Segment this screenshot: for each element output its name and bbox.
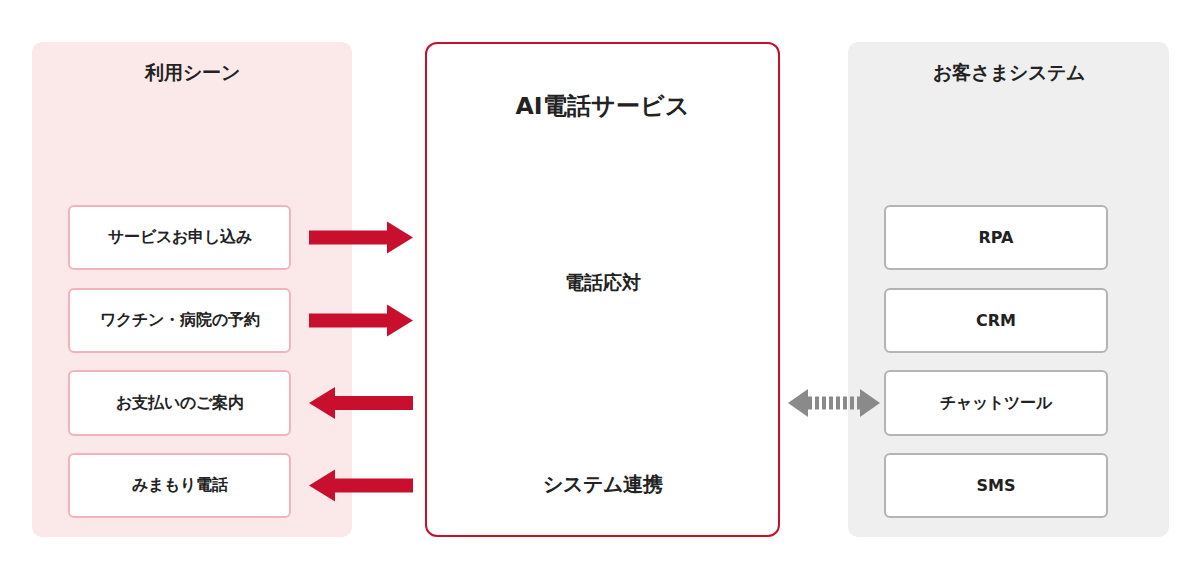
system-panel: お客さまシステム RPA CRM チャットツール SMS	[848, 42, 1169, 537]
arrow-shape	[309, 470, 413, 502]
box-label: サービスお申し込み	[108, 227, 252, 248]
system-box: SMS	[884, 453, 1108, 518]
scene-box: サービスお申し込み	[68, 205, 291, 270]
box-label: CRM	[976, 311, 1016, 330]
panel-label: 電話応対	[427, 270, 778, 296]
system-box: RPA	[884, 205, 1108, 270]
panel-heading: 利用シーン	[32, 60, 352, 86]
arrow-shape	[309, 387, 413, 419]
scene-box: お支払いのご案内	[68, 370, 291, 436]
box-label: みまもり電話	[132, 475, 228, 496]
box-label: RPA	[979, 228, 1014, 247]
box-label: ワクチン・病院の予約	[100, 310, 260, 331]
service-panel: AI電話サービス電話応対システム連携	[425, 42, 780, 537]
box-label: SMS	[977, 476, 1016, 495]
flow-arrow	[309, 470, 413, 502]
scene-box: ワクチン・病院の予約	[68, 288, 291, 353]
flow-arrow	[309, 305, 413, 337]
box-label: チャットツール	[940, 393, 1052, 414]
box-label: お支払いのご案内	[116, 393, 244, 414]
arrow-head	[788, 389, 808, 417]
flow-arrow	[309, 222, 413, 254]
system-box: チャットツール	[884, 370, 1108, 436]
link-arrow	[788, 389, 880, 417]
panel-label: システム連携	[427, 471, 778, 498]
scene-box: みまもり電話	[68, 453, 291, 518]
panel-heading: AI電話サービス	[427, 90, 778, 122]
scene-panel: 利用シーンサービスお申し込みワクチン・病院の予約お支払いのご案内みまもり電話	[32, 42, 352, 537]
flow-arrow	[309, 387, 413, 419]
arrow-head	[860, 389, 880, 417]
dashed-shaft	[808, 397, 860, 410]
arrow-shape	[309, 305, 413, 337]
panel-heading: お客さまシステム	[848, 60, 1169, 86]
arrow-shape	[309, 222, 413, 254]
system-box: CRM	[884, 288, 1108, 353]
